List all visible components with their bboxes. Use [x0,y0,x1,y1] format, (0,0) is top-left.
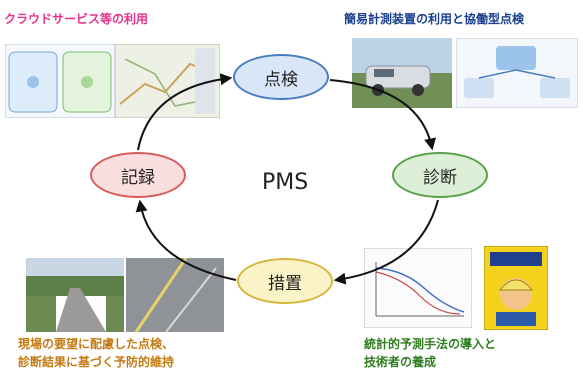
road-surface-graphic [126,258,224,332]
car-graphic [352,38,452,108]
caption-br-line-2: 技術者の養成 [364,355,437,369]
caption-simple-measurement: 簡易計測装置の利用と協働型点検 [344,12,525,26]
cloud-diagram-graphic [5,44,115,118]
cloud-diagram-image [5,44,115,118]
node-record: 記録 [90,152,186,198]
arrow-inspect-to-diagnose [329,79,436,151]
pms-label: PMS [262,170,309,195]
manual-book-image [484,246,548,330]
node-inspect: 点検 [233,54,329,100]
deterioration-chart-image [364,248,472,328]
chart-graphic [364,248,472,328]
map-graphic [115,44,220,118]
arrow-diagnose-to-action [333,199,439,285]
node-diagnose: 診断 [392,152,488,198]
caption-bl-line-2: 診断結果に基づく予防的維持 [18,355,175,369]
caption-statistical-prediction: 統計的予測手法の導入と 技術者の養成 [364,335,496,371]
arrow-record-to-inspect [137,73,233,151]
map-screenshot-image [115,44,220,118]
caption-bl-line-1: 現場の要望に配慮した点検、 [18,337,175,351]
collaboration-graphic [456,38,578,108]
collaboration-diagram-image [456,38,578,108]
node-action: 措置 [237,258,333,304]
car-measurement-photo [352,38,452,108]
road-surface-photo [126,258,224,332]
caption-cloud-service: クラウドサービス等の利用 [4,12,149,26]
road-photo-left [26,258,124,332]
road-left-graphic [26,258,124,332]
caption-br-line-1: 統計的予測手法の導入と [364,337,497,351]
caption-preventive-maintenance: 現場の要望に配慮した点検、 診断結果に基づく予防的維持 [18,335,174,371]
book-graphic [484,246,548,330]
arrow-action-to-record [135,199,237,281]
